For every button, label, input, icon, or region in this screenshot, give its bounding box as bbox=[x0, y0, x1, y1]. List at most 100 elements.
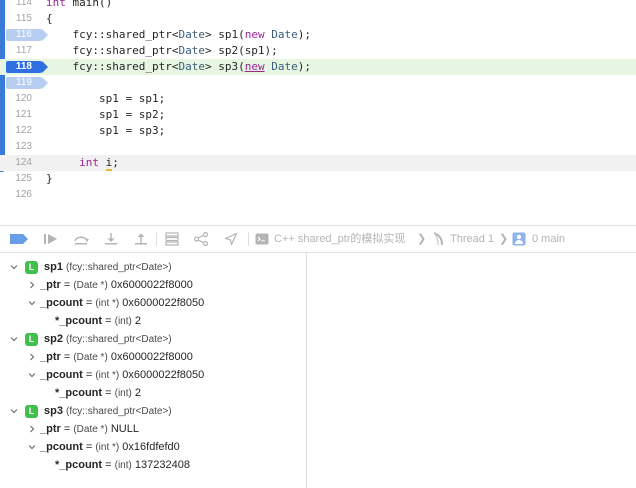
code-token: Date bbox=[271, 28, 298, 41]
code-text: int main() bbox=[46, 0, 112, 11]
console-pane[interactable] bbox=[307, 253, 636, 488]
debug-toolbar: C++ shared_ptr的模拟实现 ❯ Thread 1 ❯ 0 main bbox=[0, 225, 636, 253]
code-line[interactable]: 119 bbox=[0, 75, 636, 91]
variable-name: *_pcount bbox=[55, 459, 103, 471]
disclosure-collapsed-icon[interactable] bbox=[26, 348, 38, 366]
line-number[interactable]: 123 bbox=[6, 139, 42, 155]
code-token: > sp3( bbox=[204, 60, 245, 73]
variable-equals: = bbox=[102, 315, 115, 327]
scope-indicator-bar bbox=[0, 0, 5, 172]
disclosure-expanded-icon[interactable] bbox=[26, 366, 38, 384]
code-token: new bbox=[244, 28, 265, 41]
continue-icon[interactable] bbox=[40, 230, 62, 248]
variable-equals: = bbox=[82, 441, 96, 453]
code-token: Date bbox=[178, 28, 205, 41]
location-icon[interactable] bbox=[220, 230, 242, 248]
line-number[interactable]: 126 bbox=[6, 187, 42, 203]
breakpoint-marker[interactable] bbox=[6, 29, 48, 41]
line-number[interactable]: 124 bbox=[6, 155, 42, 171]
code-text: } bbox=[46, 171, 53, 187]
code-text: fcy::shared_ptr<Date> sp3(new Date); bbox=[46, 59, 310, 75]
code-line[interactable]: 125} bbox=[0, 171, 636, 187]
variable-row[interactable]: *_pcount = (int) 137232408 bbox=[0, 456, 306, 474]
code-line[interactable]: 118 fcy::shared_ptr<Date> sp3(new Date); bbox=[0, 59, 636, 75]
step-over-icon[interactable] bbox=[70, 230, 92, 248]
code-line[interactable]: 115 { bbox=[0, 11, 636, 27]
disclosure-expanded-icon[interactable] bbox=[8, 330, 20, 348]
code-line[interactable]: 123 bbox=[0, 139, 636, 155]
code-line[interactable]: 116 fcy::shared_ptr<Date> sp1(new Date); bbox=[0, 27, 636, 43]
code-token: i bbox=[105, 156, 113, 171]
code-line[interactable]: 122 sp1 = sp3; bbox=[0, 123, 636, 139]
local-variable-badge-icon: L bbox=[25, 405, 38, 418]
code-token: ); bbox=[297, 28, 311, 41]
breakpoints-toggle-icon[interactable] bbox=[8, 230, 30, 248]
line-number[interactable]: 114 bbox=[6, 0, 42, 11]
breadcrumb-thread[interactable]: Thread 1 bbox=[450, 233, 495, 245]
breadcrumb-frame[interactable]: 0 main bbox=[532, 233, 566, 245]
breadcrumb-chevron-icon: ❯ bbox=[417, 233, 427, 245]
terminal-icon bbox=[254, 230, 270, 248]
memory-graph-icon[interactable] bbox=[190, 230, 212, 248]
variable-row[interactable]: _pcount = (int *) 0x6000022f8050 bbox=[0, 366, 306, 384]
variable-name: _ptr bbox=[40, 351, 61, 363]
variable-row[interactable]: _ptr = (Date *) 0x6000022f8000 bbox=[0, 276, 306, 294]
line-number[interactable]: 125 bbox=[6, 171, 42, 187]
code-line[interactable]: 121 sp1 = sp2; bbox=[0, 107, 636, 123]
line-number[interactable]: 116 bbox=[6, 27, 42, 43]
disclosure-expanded-icon[interactable] bbox=[26, 294, 38, 312]
code-line[interactable]: 117 fcy::shared_ptr<Date> sp2(sp1); bbox=[0, 43, 636, 59]
variable-type: (fcy::shared_ptr<Date>) bbox=[66, 262, 172, 273]
variable-row[interactable]: _pcount = (int *) 0x6000022f8050 bbox=[0, 294, 306, 312]
variable-equals: = bbox=[60, 423, 74, 435]
variable-equals: = bbox=[60, 279, 74, 291]
code-line[interactable]: 124 int i; bbox=[0, 155, 636, 171]
variable-row[interactable]: _pcount = (int *) 0x16fdfefd0 bbox=[0, 438, 306, 456]
stack-frame-icon bbox=[511, 230, 527, 248]
step-out-icon[interactable] bbox=[130, 230, 152, 248]
code-line[interactable]: 114 int main() bbox=[0, 0, 636, 11]
line-number[interactable]: 122 bbox=[6, 123, 42, 139]
line-number[interactable]: 118 bbox=[6, 59, 42, 75]
line-number[interactable]: 119 bbox=[6, 75, 42, 91]
code-line[interactable]: 126 bbox=[0, 187, 636, 203]
toolbar-divider bbox=[248, 232, 249, 246]
step-into-icon[interactable] bbox=[100, 230, 122, 248]
code-text: sp1 = sp1; bbox=[46, 91, 165, 107]
variable-equals: = bbox=[82, 369, 96, 381]
line-number[interactable]: 115 bbox=[6, 11, 42, 27]
disclosure-expanded-icon[interactable] bbox=[8, 258, 20, 276]
code-text: fcy::shared_ptr<Date> sp1(new Date); bbox=[46, 27, 311, 43]
variable-row[interactable]: _ptr = (Date *) 0x6000022f8000 bbox=[0, 348, 306, 366]
variable-row[interactable]: _ptr = (Date *) NULL bbox=[0, 420, 306, 438]
code-line[interactable]: 120 sp1 = sp1; bbox=[0, 91, 636, 107]
pane-divider[interactable] bbox=[306, 253, 307, 488]
disclosure-expanded-icon[interactable] bbox=[8, 402, 20, 420]
variable-type: (int *) bbox=[95, 298, 120, 309]
code-text: { bbox=[46, 11, 53, 27]
variable-row[interactable]: *_pcount = (int) 2 bbox=[0, 384, 306, 402]
code-token bbox=[99, 156, 106, 169]
current-line-breakpoint-marker[interactable] bbox=[6, 61, 48, 73]
breakpoint-marker[interactable] bbox=[6, 77, 48, 89]
code-token: { bbox=[46, 12, 53, 25]
line-number[interactable]: 121 bbox=[6, 107, 42, 123]
code-token: int bbox=[79, 156, 99, 169]
variable-row[interactable]: *_pcount = (int) 2 bbox=[0, 312, 306, 330]
line-number[interactable]: 117 bbox=[6, 43, 42, 59]
disclosure-collapsed-icon[interactable] bbox=[26, 276, 38, 294]
variable-text: _ptr = (Date *) 0x6000022f8000 bbox=[40, 276, 193, 295]
view-hierarchy-icon[interactable] bbox=[161, 230, 183, 248]
code-token: main() bbox=[65, 0, 113, 9]
line-number[interactable]: 120 bbox=[6, 91, 42, 107]
disclosure-expanded-icon[interactable] bbox=[26, 438, 38, 456]
variable-value: 137232408 bbox=[131, 459, 190, 471]
variable-name: _pcount bbox=[40, 441, 83, 453]
breadcrumb-target[interactable]: C++ shared_ptr的模拟实现 bbox=[274, 233, 406, 245]
disclosure-collapsed-icon[interactable] bbox=[26, 420, 38, 438]
